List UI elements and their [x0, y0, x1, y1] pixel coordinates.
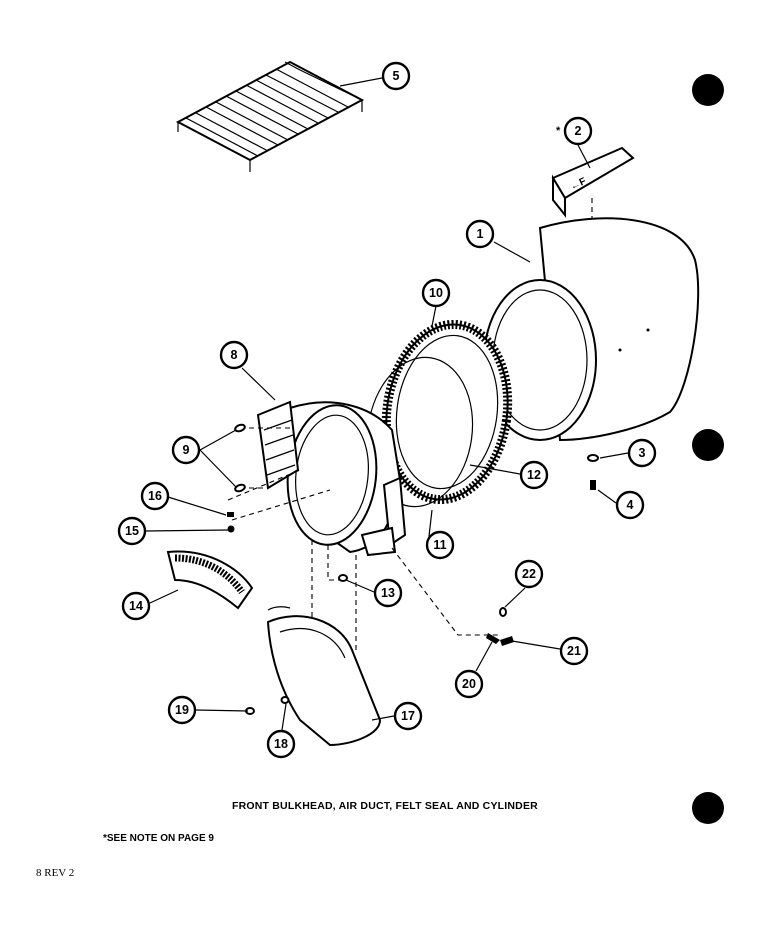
callout-17: 17 — [393, 701, 423, 731]
part-13-screw — [338, 574, 348, 582]
leader-lines — [145, 77, 629, 731]
svg-text:19: 19 — [175, 703, 189, 717]
svg-text:3: 3 — [639, 446, 646, 460]
svg-text:17: 17 — [401, 709, 415, 723]
part-21-clip — [500, 636, 514, 646]
part-17-air-duct — [266, 606, 382, 747]
part-14-lint-filter — [166, 550, 254, 610]
svg-text:14: 14 — [129, 599, 143, 613]
callout-4: 4 — [615, 490, 645, 520]
callout-5: 5 — [381, 61, 411, 91]
callout-15: 15 — [117, 516, 147, 546]
svg-text:5: 5 — [393, 69, 400, 83]
binder-hole-middle — [692, 429, 724, 461]
svg-text:1: 1 — [477, 227, 484, 241]
part-3-washer — [587, 454, 599, 462]
callout-12: 12 — [519, 460, 549, 490]
part-2-bracket: ←F — [551, 146, 635, 218]
callout-10: 10 — [421, 278, 451, 308]
svg-text:9: 9 — [183, 443, 190, 457]
binder-hole-top — [692, 74, 724, 106]
svg-text:2: 2 — [575, 124, 582, 138]
svg-text:8: 8 — [231, 348, 238, 362]
callout-14: 14 — [121, 591, 151, 621]
callout-16: 16 — [140, 481, 170, 511]
binder-hole-bottom — [692, 792, 724, 824]
svg-text:12: 12 — [527, 468, 541, 482]
svg-text:11: 11 — [433, 538, 446, 552]
svg-text:13: 13 — [381, 586, 395, 600]
callout-18: 18 — [266, 729, 296, 759]
part-1-mark — [646, 328, 650, 332]
part-8-front-bulkhead — [256, 400, 407, 557]
callout-21: 21 — [559, 636, 589, 666]
svg-text:21: 21 — [567, 644, 581, 658]
part-5-rack — [175, 60, 365, 172]
svg-text:4: 4 — [627, 498, 634, 512]
svg-text:18: 18 — [274, 737, 288, 751]
callout-3: 3 — [627, 438, 657, 468]
callout-22: 22 — [514, 559, 544, 589]
callout-2: 2 — [563, 116, 593, 146]
part-9-screw-lower — [234, 483, 246, 493]
svg-text:16: 16 — [148, 489, 162, 503]
svg-text:20: 20 — [462, 677, 476, 691]
svg-text:15: 15 — [125, 524, 139, 538]
part-20-bracket — [486, 633, 500, 644]
part-15-screw — [227, 525, 235, 533]
diagram-caption: FRONT BULKHEAD, AIR DUCT, FELT SEAL AND … — [232, 800, 538, 812]
part-22-screw — [499, 607, 507, 617]
part-1-cylinder — [483, 217, 700, 442]
callout-13: 13 — [373, 578, 403, 608]
callout-9: 9 — [171, 435, 201, 465]
part-4-screw — [590, 480, 596, 490]
part-16-clip — [227, 512, 234, 517]
callout-20: 20 — [454, 669, 484, 699]
page-number: 8 REV 2 — [36, 867, 75, 879]
callout-2-asterisk: * — [556, 125, 561, 137]
part-18-screw — [280, 696, 290, 704]
part-9-screw-upper — [234, 423, 246, 433]
svg-text:22: 22 — [522, 567, 536, 581]
callout-11: 11 — [425, 530, 455, 560]
part-10-felt-seal — [381, 319, 513, 505]
footnote: *SEE NOTE ON PAGE 9 — [103, 833, 214, 844]
part-1-mark-2 — [618, 348, 622, 352]
svg-text:10: 10 — [429, 286, 443, 300]
callout-19: 19 — [167, 695, 197, 725]
callout-8: 8 — [219, 340, 249, 370]
callout-1: 1 — [465, 219, 495, 249]
